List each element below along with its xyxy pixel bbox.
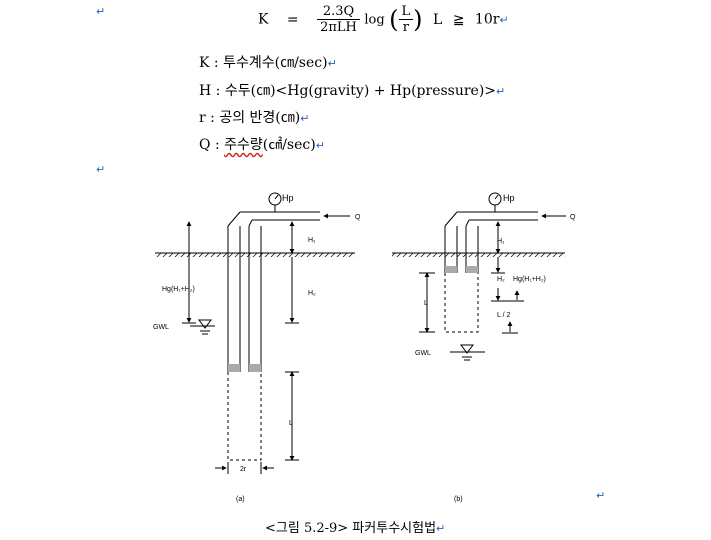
figure-b (392, 192, 566, 361)
formula-fraction: 2.3Q 2πLH (317, 4, 360, 35)
paragraph-mark: ↵ (96, 5, 106, 18)
figure-caption-text: <그림 5.2-9> 파커투수시험법 (265, 521, 437, 536)
caption-a: (a) (236, 496, 245, 503)
formula-inner-fraction: L r (398, 4, 414, 35)
label-gwl-b: GWL (415, 350, 431, 357)
formula-denominator: 2πLH (320, 20, 357, 35)
definition-k: K : 투수계수(㎝/sec)↵ (199, 55, 337, 71)
label-l-a: L (289, 420, 293, 427)
formula: K = 2.3Q 2πLH log ( L r ) L ≧ 10r↵ (258, 4, 509, 35)
label-hp-a: Hp (282, 193, 294, 203)
label-l-b: L (424, 300, 428, 307)
formula-cond-var: L (432, 11, 443, 28)
label-h1-b: H₁ (497, 238, 505, 245)
label-lhalf-b: L / 2 (497, 312, 510, 319)
label-h1-a: H₁ (308, 237, 316, 244)
label-hg-a: Hg(H₁+H₂) (162, 286, 195, 293)
formula-lhs: K (258, 11, 269, 28)
label-hp-b: Hp (503, 193, 515, 203)
formula-inner-den: r (402, 20, 409, 35)
label-gwl-a: GWL (153, 324, 169, 331)
label-q-b: Q (570, 214, 576, 221)
formula-inner-num: L (398, 4, 414, 20)
figure-caption: <그림 5.2-9> 파커투수시험법↵ (265, 521, 446, 536)
figure-a (155, 192, 355, 474)
definition-q: Q : 주수량(㎠/sec)↵ (199, 137, 325, 153)
definition-h: H : 수두(㎝)<Hg(gravity) + Hp(pressure)>↵ (199, 83, 506, 99)
formula-cond-op: ≧ (452, 11, 465, 28)
formula-numerator: 2.3Q (317, 4, 360, 20)
label-hg-b: Hg(H₁+H₂) (513, 276, 546, 283)
paragraph-mark: ↵ (96, 163, 106, 176)
label-h2-b: H₂ (497, 276, 505, 283)
label-2r: 2r (240, 466, 247, 473)
paragraph-mark: ↵ (596, 489, 606, 502)
formula-cond-rhs: 10r (474, 11, 500, 28)
label-h2-a: H₂ (308, 290, 316, 297)
formula-equals: = (286, 11, 299, 28)
definition-r: r : 공의 반경(㎝)↵ (199, 110, 310, 126)
label-q-a: Q (355, 214, 361, 221)
caption-b: (b) (454, 496, 463, 503)
formula-log: log (364, 12, 385, 28)
